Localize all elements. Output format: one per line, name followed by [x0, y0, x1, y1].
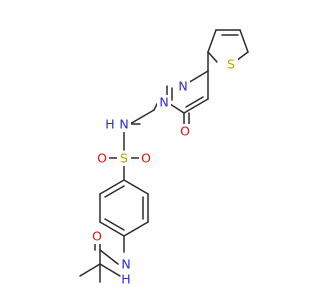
atom-labels: S N N O N H S O O N H O [90, 57, 238, 287]
sulfur-atom-sulfonyl: S [120, 151, 128, 166]
oxygen-atom-ketone: O [180, 124, 190, 139]
benzene-ring [99, 179, 149, 237]
molecule-structure: S N N O N H S O O N H O [79, 29, 249, 287]
oxygen-atom-sulfonyl-left: O [97, 151, 107, 166]
sulfur-atom-thiophene: S [227, 57, 235, 72]
hydrogen-atom-sulfonamide: H [105, 117, 114, 132]
nitrogen-atom-n1: N [159, 95, 168, 110]
nitrogen-atom-amide: N [121, 257, 130, 272]
hydrogen-atom-amide: H [121, 272, 130, 287]
oxygen-atom-amide: O [92, 229, 102, 244]
oxygen-atom-sulfonyl-right: O [141, 151, 151, 166]
nitrogen-atom-n2: N [178, 79, 187, 94]
linker-and-sulfonyl [108, 101, 159, 181]
thiophene-ring [207, 29, 249, 65]
nitrogen-atom-sulfonamide: N [119, 117, 128, 132]
